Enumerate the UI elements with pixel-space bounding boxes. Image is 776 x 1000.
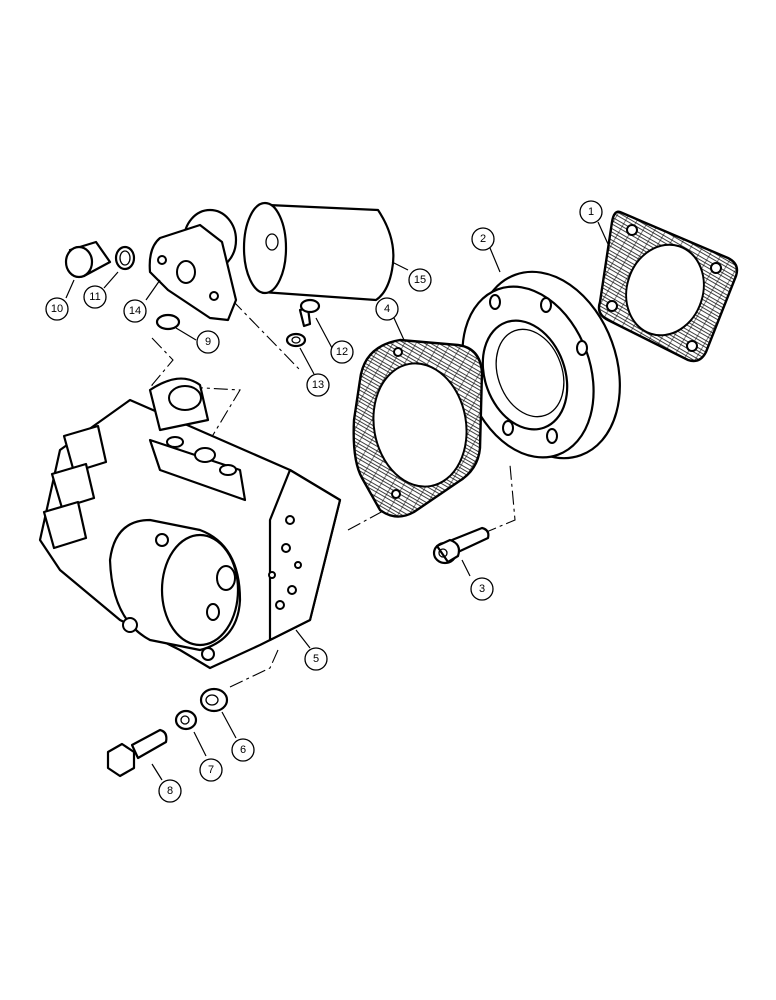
part-1-square-gasket xyxy=(597,210,739,363)
callout-10-text: 10 xyxy=(51,303,63,315)
callout-15: 15 xyxy=(408,268,432,292)
callout-12-text: 12 xyxy=(336,346,348,358)
callout-6: 6 xyxy=(231,738,255,762)
callout-14: 14 xyxy=(123,299,147,323)
part-6-nut xyxy=(199,687,229,713)
callout-9-text: 9 xyxy=(205,336,211,348)
callout-2: 2 xyxy=(471,227,495,251)
part-9-o-ring xyxy=(155,313,181,331)
part-8-hex-bolt xyxy=(106,728,168,778)
callout-2-text: 2 xyxy=(480,233,486,245)
leader-lines xyxy=(65,221,609,781)
callout-13: 13 xyxy=(306,373,330,397)
callout-12: 12 xyxy=(330,340,354,364)
part-10-plug xyxy=(64,240,112,279)
part-15-filter-canister xyxy=(242,201,395,302)
callout-10: 10 xyxy=(45,297,69,321)
part-14-filter-head xyxy=(148,208,238,322)
callout-3-text: 3 xyxy=(479,583,485,595)
callout-5-text: 5 xyxy=(313,653,319,665)
part-4-oval-gasket xyxy=(352,338,484,518)
callout-3: 3 xyxy=(470,577,494,601)
callout-1: 1 xyxy=(579,200,603,224)
callout-11: 11 xyxy=(83,285,107,309)
part-3-socket-bolt xyxy=(432,526,490,565)
part-5-hydraulic-block xyxy=(38,377,342,670)
callout-8: 8 xyxy=(158,779,182,803)
part-11-seal-ring xyxy=(114,245,136,271)
part-2-flange xyxy=(461,270,621,460)
callout-5: 5 xyxy=(304,647,328,671)
part-7-washer xyxy=(174,709,198,731)
callout-7: 7 xyxy=(199,758,223,782)
part-12-screw xyxy=(298,298,321,328)
callout-14-text: 14 xyxy=(129,305,141,317)
callout-11-text: 11 xyxy=(89,291,100,303)
callout-15-text: 15 xyxy=(414,274,426,286)
callout-4: 4 xyxy=(375,297,399,321)
part-13-washer xyxy=(285,332,307,348)
callout-9: 9 xyxy=(196,330,220,354)
callout-8-text: 8 xyxy=(167,785,173,797)
callout-1-text: 1 xyxy=(588,206,594,218)
callout-7-text: 7 xyxy=(208,764,214,776)
callout-13-text: 13 xyxy=(312,379,324,391)
callout-6-text: 6 xyxy=(240,744,246,756)
callout-4-text: 4 xyxy=(384,303,390,315)
